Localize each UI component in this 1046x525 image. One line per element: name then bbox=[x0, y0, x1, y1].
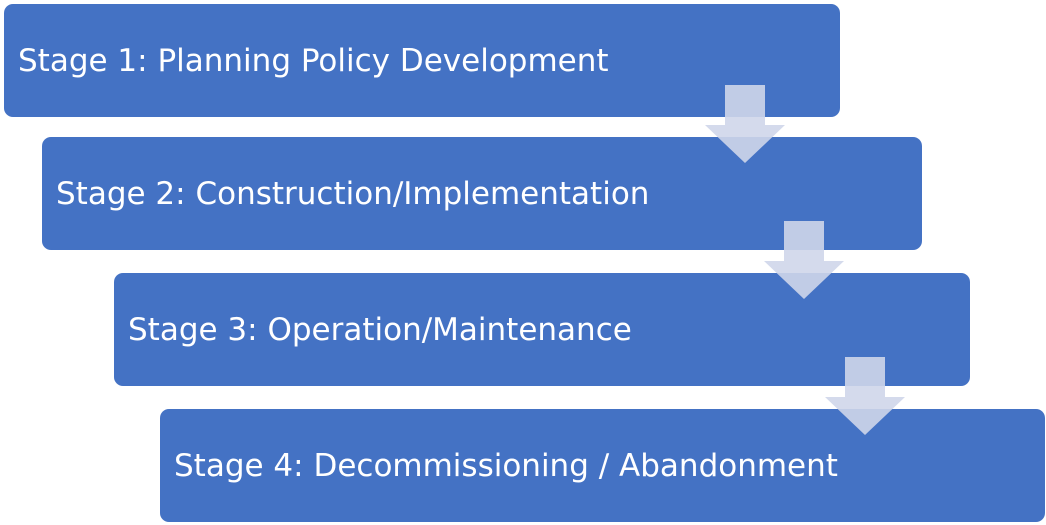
stage-3-box: Stage 3: Operation/Maintenance bbox=[114, 273, 970, 386]
down-arrow-icon bbox=[705, 85, 785, 163]
stage-1-label: Stage 1: Planning Policy Development bbox=[18, 42, 609, 79]
down-arrow-icon bbox=[825, 357, 905, 435]
stage-1-box: Stage 1: Planning Policy Development bbox=[4, 4, 840, 117]
stage-3-label: Stage 3: Operation/Maintenance bbox=[128, 311, 632, 348]
stage-4-label: Stage 4: Decommissioning / Abandonment bbox=[174, 447, 838, 484]
stage-4-box: Stage 4: Decommissioning / Abandonment bbox=[160, 409, 1045, 522]
down-arrow-icon bbox=[764, 221, 844, 299]
stage-2-box: Stage 2: Construction/Implementation bbox=[42, 137, 922, 250]
stage-2-label: Stage 2: Construction/Implementation bbox=[56, 175, 650, 212]
